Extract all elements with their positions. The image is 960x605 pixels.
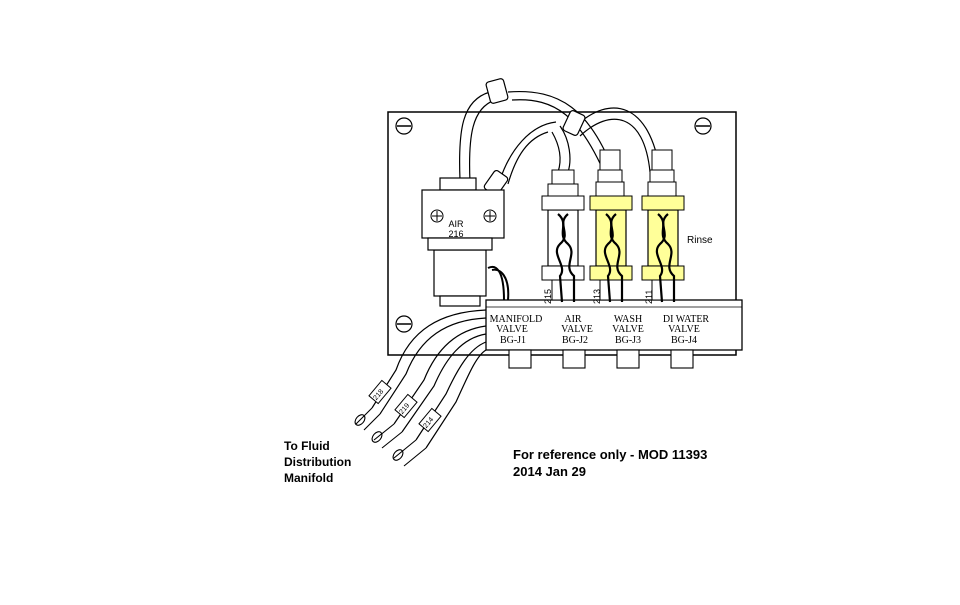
tube-coupling	[483, 78, 586, 197]
screw-icon	[694, 117, 712, 135]
tube-ends	[354, 407, 427, 467]
fluid-note-line: Distribution	[284, 455, 352, 469]
valve-tag-wash: 213	[592, 289, 602, 304]
screw-icon	[395, 315, 413, 333]
di-water-valve	[641, 149, 685, 301]
fluid-note-line: To Fluid	[284, 439, 330, 453]
port-name-j3: WASH	[614, 314, 642, 325]
port-conn-j4: BG-J4	[671, 335, 697, 346]
valve-tag-di-water: 211	[644, 290, 654, 304]
manifold-block	[485, 299, 743, 351]
valve-wires	[555, 213, 676, 303]
valve-tag-air: 215	[543, 289, 553, 304]
tube-tag	[368, 379, 442, 433]
screw-icon	[395, 117, 413, 135]
wash-valve	[589, 149, 633, 301]
port-line2-j2: VALVE	[561, 324, 593, 335]
solenoid-label-line2: 216	[448, 229, 463, 239]
port-conn-j2: BG-J2	[562, 335, 588, 346]
solenoid-label-line1: AIR	[448, 219, 464, 229]
reference-note-date: 2014 Jan 29	[513, 464, 587, 479]
manifold-ports	[508, 349, 694, 369]
solenoid-valve	[421, 177, 510, 307]
reference-note-line: For reference only - MOD 11393	[513, 447, 708, 462]
rinse-label: Rinse	[687, 235, 713, 246]
port-conn-j3: BG-J3	[615, 335, 641, 346]
reference-note: For reference only - MOD 11393 2014 Jan …	[513, 446, 813, 480]
fluid-note-line: Manifold	[284, 471, 334, 485]
fluid-manifold-note: To Fluid Distribution Manifold	[284, 438, 394, 486]
port-name-j2: AIR	[564, 314, 582, 325]
port-conn-j1: BG-J1	[500, 335, 526, 346]
port-line2-j4: VALVE	[668, 324, 700, 335]
outlet-tubes	[371, 309, 487, 449]
port-line2-j1: VALVE	[496, 324, 528, 335]
port-line2-j3: VALVE	[612, 324, 644, 335]
port-name-j4: DI WATER	[663, 314, 710, 325]
port-name-j1: MANIFOLD	[490, 314, 543, 325]
